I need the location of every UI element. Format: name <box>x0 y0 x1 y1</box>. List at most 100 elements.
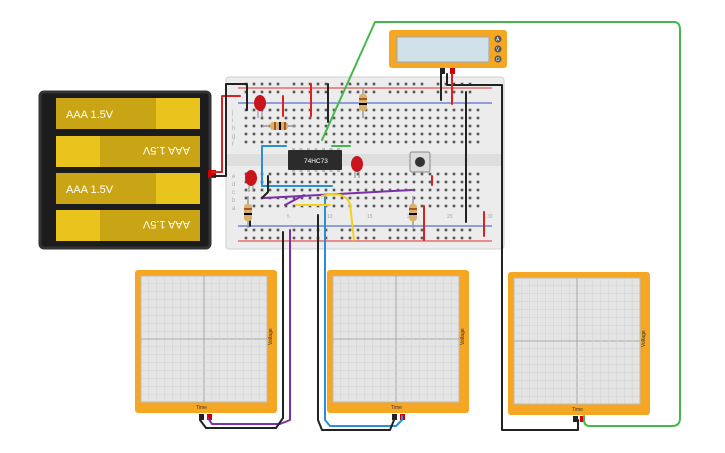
breadboard-hole[interactable] <box>276 108 280 112</box>
oscilloscope-3[interactable]: Time Voltage <box>508 272 650 422</box>
breadboard-hole[interactable] <box>452 228 456 232</box>
breadboard-hole[interactable] <box>332 116 336 120</box>
breadboard-hole[interactable] <box>284 180 288 184</box>
breadboard-hole[interactable] <box>412 90 416 94</box>
breadboard-hole[interactable] <box>428 172 432 176</box>
breadboard-hole[interactable] <box>364 124 368 128</box>
breadboard-hole[interactable] <box>284 196 288 200</box>
breadboard-hole[interactable] <box>300 82 304 86</box>
breadboard-hole[interactable] <box>332 108 336 112</box>
breadboard-hole[interactable] <box>300 140 304 144</box>
breadboard-hole[interactable] <box>420 236 424 240</box>
breadboard-hole[interactable] <box>364 90 368 94</box>
breadboard-hole[interactable] <box>332 204 336 208</box>
breadboard-hole[interactable] <box>292 108 296 112</box>
breadboard-hole[interactable] <box>260 90 264 94</box>
breadboard-hole[interactable] <box>300 116 304 120</box>
oscilloscope-2[interactable]: Time Voltage <box>327 270 469 420</box>
breadboard-hole[interactable] <box>268 188 272 192</box>
breadboard-hole[interactable] <box>436 116 440 120</box>
breadboard-hole[interactable] <box>356 188 360 192</box>
oscilloscope-1[interactable]: Time Voltage <box>135 270 277 420</box>
breadboard-hole[interactable] <box>268 108 272 112</box>
breadboard-hole[interactable] <box>396 180 400 184</box>
wire-jumper[interactable] <box>261 175 269 199</box>
breadboard-hole[interactable] <box>284 172 288 176</box>
breadboard-hole[interactable] <box>268 82 272 86</box>
breadboard-hole[interactable] <box>428 124 432 128</box>
breadboard-hole[interactable] <box>460 172 464 176</box>
breadboard-hole[interactable] <box>252 236 256 240</box>
breadboard-hole[interactable] <box>332 196 336 200</box>
breadboard-hole[interactable] <box>476 188 480 192</box>
breadboard-hole[interactable] <box>436 140 440 144</box>
breadboard-hole[interactable] <box>292 132 296 136</box>
breadboard-hole[interactable] <box>300 132 304 136</box>
breadboard-hole[interactable] <box>380 140 384 144</box>
scope-probe-neg[interactable] <box>392 414 397 420</box>
breadboard-hole[interactable] <box>436 124 440 128</box>
multimeter[interactable]: A V Ω <box>389 30 507 74</box>
breadboard-hole[interactable] <box>340 82 344 86</box>
breadboard-hole[interactable] <box>468 188 472 192</box>
breadboard-hole[interactable] <box>388 140 392 144</box>
breadboard-hole[interactable] <box>468 228 472 232</box>
scope-probe-neg[interactable] <box>199 414 204 420</box>
breadboard-hole[interactable] <box>420 140 424 144</box>
breadboard-hole[interactable] <box>444 90 448 94</box>
breadboard-hole[interactable] <box>324 108 328 112</box>
breadboard-hole[interactable] <box>452 236 456 240</box>
breadboard-hole[interactable] <box>252 140 256 144</box>
breadboard-hole[interactable] <box>396 124 400 128</box>
breadboard-hole[interactable] <box>260 82 264 86</box>
resistor-top[interactable] <box>359 88 367 118</box>
breadboard-hole[interactable] <box>356 180 360 184</box>
breadboard-hole[interactable] <box>420 172 424 176</box>
breadboard-hole[interactable] <box>340 172 344 176</box>
battery-cell-3[interactable]: AAA 1.5V <box>56 173 200 204</box>
breadboard-hole[interactable] <box>244 124 248 128</box>
breadboard-hole[interactable] <box>380 116 384 120</box>
breadboard-hole[interactable] <box>268 204 272 208</box>
breadboard-hole[interactable] <box>260 188 264 192</box>
breadboard-hole[interactable] <box>372 188 376 192</box>
breadboard-hole[interactable] <box>300 90 304 94</box>
breadboard-hole[interactable] <box>340 228 344 232</box>
breadboard-hole[interactable] <box>412 116 416 120</box>
breadboard-hole[interactable] <box>324 180 328 184</box>
breadboard-hole[interactable] <box>388 108 392 112</box>
breadboard-hole[interactable] <box>268 236 272 240</box>
breadboard-hole[interactable] <box>364 180 368 184</box>
breadboard-hole[interactable] <box>364 140 368 144</box>
breadboard-hole[interactable] <box>476 108 480 112</box>
wire-purple-2[interactable] <box>284 194 305 206</box>
breadboard-hole[interactable] <box>444 196 448 200</box>
breadboard-hole[interactable] <box>372 108 376 112</box>
led-bottom-left[interactable] <box>245 170 257 192</box>
meter-mode-buttons[interactable]: A V Ω <box>494 35 502 64</box>
breadboard-hole[interactable] <box>428 204 432 208</box>
breadboard-hole[interactable] <box>420 180 424 184</box>
breadboard-hole[interactable] <box>436 82 440 86</box>
breadboard-hole[interactable] <box>364 172 368 176</box>
breadboard-hole[interactable] <box>276 132 280 136</box>
breadboard[interactable]: j i h g f e d c b a 1 5 10 15 20 25 30 <box>225 76 505 250</box>
wire-black-scope1[interactable] <box>199 231 284 429</box>
breadboard-hole[interactable] <box>460 116 464 120</box>
breadboard-hole[interactable] <box>324 140 328 144</box>
breadboard-hole[interactable] <box>388 204 392 208</box>
breadboard-hole[interactable] <box>396 172 400 176</box>
breadboard-hole[interactable] <box>388 132 392 136</box>
breadboard-hole[interactable] <box>244 236 248 240</box>
breadboard-hole[interactable] <box>404 116 408 120</box>
wire-black-meter-scope3[interactable] <box>446 73 579 431</box>
breadboard-hole[interactable] <box>460 228 464 232</box>
breadboard-hole[interactable] <box>292 196 296 200</box>
breadboard-hole[interactable] <box>404 180 408 184</box>
resistor-bottom-left[interactable] <box>244 196 252 228</box>
breadboard-hole[interactable] <box>396 132 400 136</box>
breadboard-hole[interactable] <box>396 196 400 200</box>
breadboard-hole[interactable] <box>364 132 368 136</box>
breadboard-hole[interactable] <box>380 172 384 176</box>
